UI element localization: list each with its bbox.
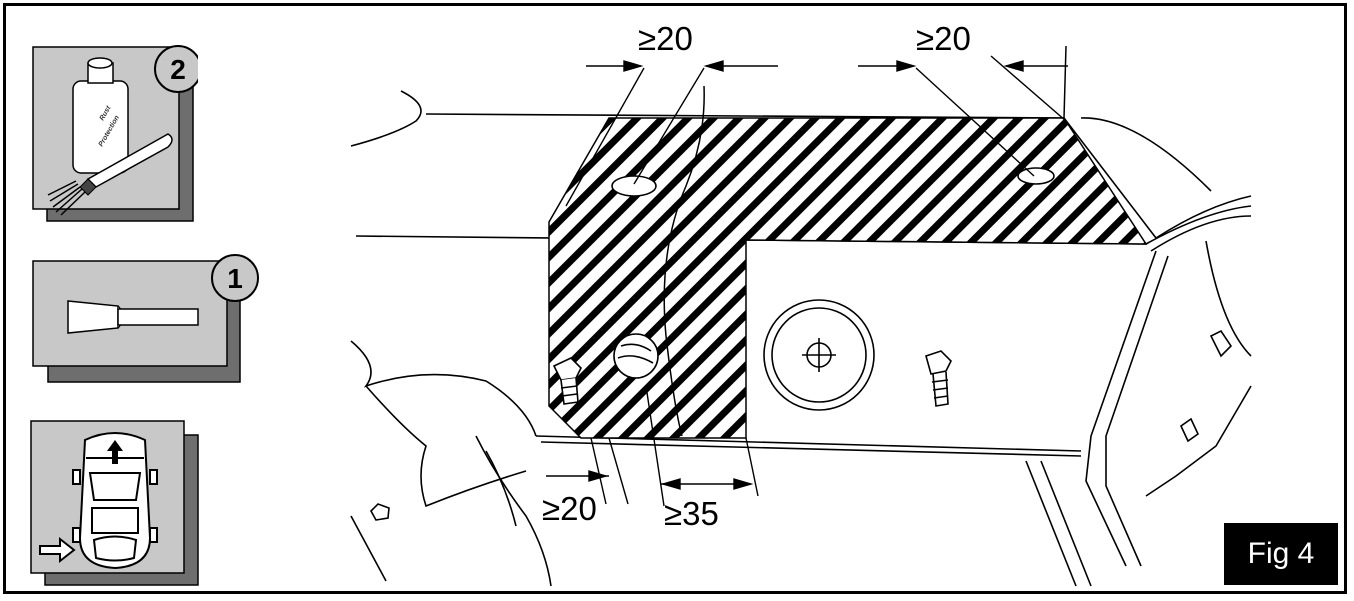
dim-label-bottom-left: ≥20 [542,490,597,527]
main-illustration: ≥20 ≥20 ≥20 ≥35 [350,20,1252,587]
brake-line [663,85,705,437]
step-1-number: 1 [227,263,243,294]
car-location-panel [28,418,200,588]
dimension-lines [546,55,1068,507]
bottle-icon: Rust Protection [72,57,129,174]
car-top-view-icon [72,432,158,570]
sill-outline [350,90,1252,587]
forward-arrow-icon [107,440,123,464]
brush-icon [47,133,173,216]
fasteners [552,167,1055,405]
step-2-number: 2 [170,54,186,85]
step-2-panel: Rust Protection 2 [28,39,198,231]
location-arrow-icon [39,536,76,564]
rust-protection-area [548,117,1148,439]
figure-frame: ≥20 ≥20 ≥20 ≥35 Rust Protection 2 [3,3,1347,594]
dim-label-top-right: ≥20 [916,20,971,57]
dim-label-top-left: ≥20 [638,20,693,57]
scraper-icon [67,300,199,334]
figure-label: Fig 4 [1224,523,1338,585]
dim-label-bottom-right: ≥35 [664,495,719,532]
step-1-panel: 1 [28,246,268,386]
